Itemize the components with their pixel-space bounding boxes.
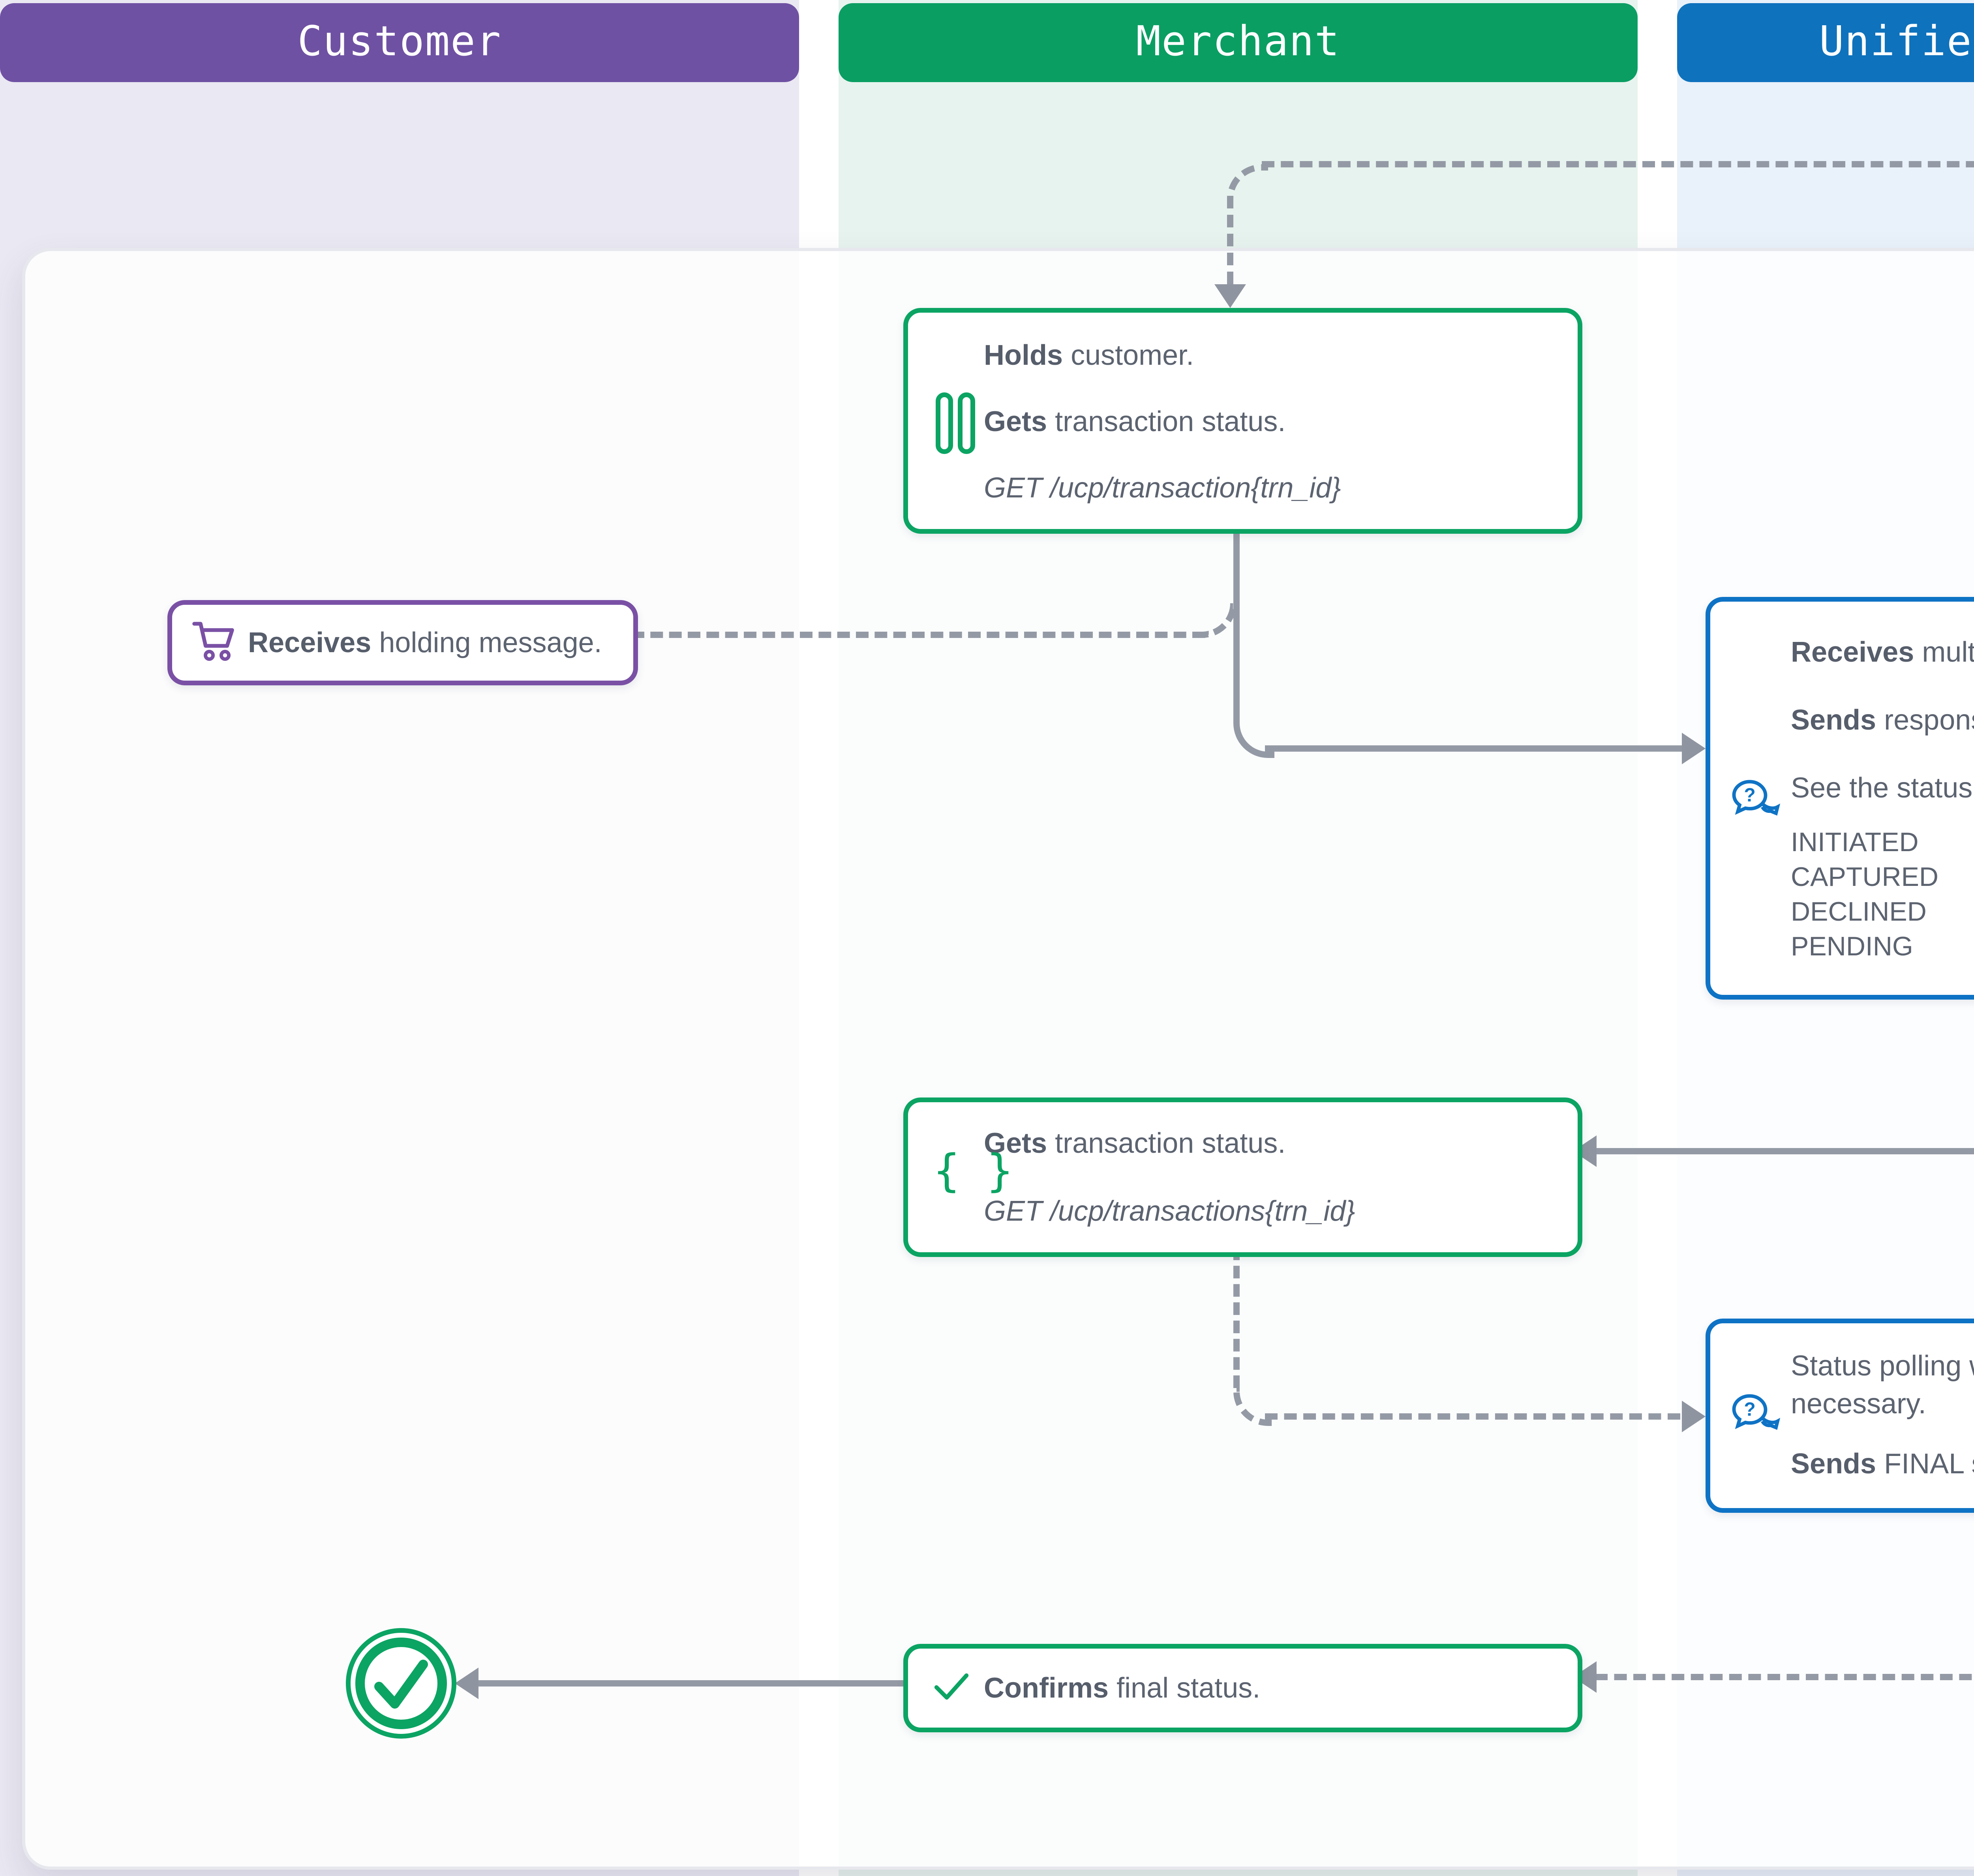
connector-merchant-get-to-api-horizontal [1265, 1413, 1680, 1420]
customer-lane-header: Customer [0, 3, 799, 82]
svg-text:?: ? [1744, 1399, 1755, 1420]
box-line: See the status descriptions for: [1791, 772, 1974, 804]
merchant-gets-status-box: { } Gets transaction status. GET /ucp/tr… [903, 1097, 1582, 1257]
braces-icon: { } [933, 1145, 1013, 1197]
api-lane-header: Unified Payments API [1677, 3, 1974, 82]
connector-api-final-to-merchant-horizontal [1595, 1674, 1974, 1680]
pause-icon [935, 392, 976, 466]
arrowhead-down-icon [1214, 284, 1246, 308]
chat-question-icon: ? [1731, 779, 1781, 837]
connector-merchant-get-to-api-vertical [1233, 1248, 1240, 1388]
status-item: PENDING [1791, 932, 1913, 962]
customer-receives-box: Receives holding message. [167, 600, 638, 685]
box-line: Receives holding message. [248, 627, 602, 658]
arrowhead-left-icon [455, 1668, 478, 1699]
merchant-holds-box: Holds customer. Gets transaction status.… [903, 308, 1582, 534]
connector-to-customer-dashed [632, 632, 1205, 638]
box-line: Receives multiple status requests (polli… [1791, 636, 1974, 668]
box-line: Confirms final status. [984, 1672, 1261, 1704]
arrowhead-right-icon [1682, 1401, 1706, 1432]
cart-icon [191, 619, 238, 674]
connector-merchant-to-api-horizontal [1265, 745, 1683, 752]
box-line: Holds customer. [984, 339, 1194, 370]
status-item: CAPTURED [1791, 862, 1939, 892]
connector-merchant-to-api-vertical [1233, 524, 1240, 720]
box-line: Gets transaction status. [984, 405, 1286, 437]
svg-text:?: ? [1744, 785, 1755, 806]
status-list: INITIATED CAPTURED DECLINED PENDING [1791, 826, 1974, 965]
arrowhead-right-icon [1682, 733, 1706, 764]
merchant-lane-header: Merchant [839, 3, 1638, 82]
api-final-status-box: ? Status polling with responses continue… [1706, 1319, 1974, 1513]
api-endpoint-text: GET /ucp/transactions{trn_id} [984, 1195, 1355, 1227]
box-line: Gets transaction status. [984, 1127, 1286, 1159]
box-line: Sends responses. [1791, 704, 1974, 736]
box-line: Sends FINAL status response. [1791, 1448, 1974, 1480]
box-line: Status polling with responses continue a… [1791, 1350, 1974, 1420]
check-circle-icon [344, 1626, 458, 1740]
connector-api-to-merchant-get-horizontal [1595, 1148, 1974, 1154]
merchant-confirms-box: Confirms final status. [903, 1644, 1582, 1732]
connector-api-to-merchant-vertical-2 [1227, 196, 1233, 284]
connector-api-to-merchant-horizontal [1262, 161, 1974, 167]
chat-question-icon: ? [1731, 1393, 1781, 1451]
status-item: DECLINED [1791, 897, 1927, 927]
check-icon [933, 1671, 971, 1713]
api-polling-box: ? Receives multiple status requests (pol… [1706, 597, 1974, 1000]
status-item: INITIATED [1791, 827, 1919, 857]
api-endpoint-text: GET /ucp/transaction{trn_id} [984, 471, 1341, 503]
connector-confirm-to-success [474, 1680, 903, 1687]
